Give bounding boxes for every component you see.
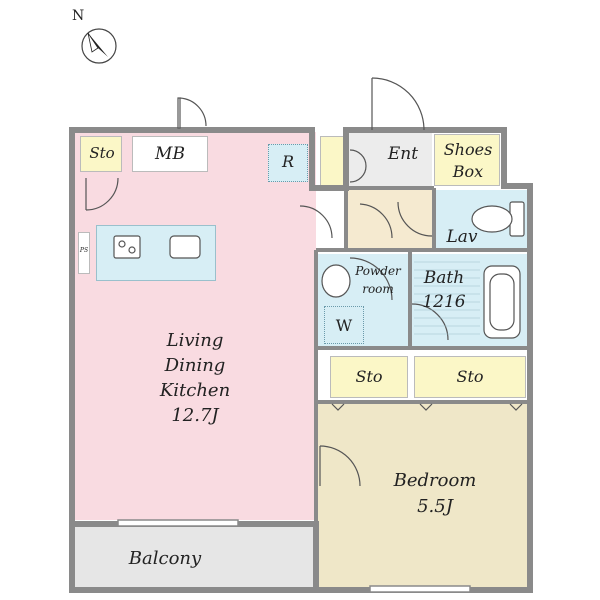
ps-label: PS xyxy=(79,247,89,254)
hall-floor xyxy=(344,190,436,250)
mb-box xyxy=(132,136,208,172)
sto-mid-right-box xyxy=(414,356,526,398)
bedroom-floor xyxy=(316,404,528,588)
r-box xyxy=(268,144,308,182)
shoes-box-box xyxy=(434,134,500,186)
sto-mid-left-box xyxy=(330,356,408,398)
balcony-floor xyxy=(74,526,316,588)
lav-label: Lav xyxy=(446,227,478,247)
bedroom-label-line1: Bedroom xyxy=(393,470,477,491)
mb-label: MB xyxy=(155,144,185,164)
ldk-label-line4: 12.7J xyxy=(171,405,219,426)
sto-top-left-label: Sto xyxy=(89,144,115,162)
ent-left-closet xyxy=(320,136,344,186)
compass-icon xyxy=(81,28,117,64)
balcony-label: Balcony xyxy=(128,548,202,569)
sto-mid-left-label: Sto xyxy=(355,367,383,386)
w-label: W xyxy=(335,316,353,335)
ldk-label-line3: Kitchen xyxy=(159,380,231,401)
shoes-box-label-line1: Shoes xyxy=(443,140,493,159)
ldk-label-line2: Dining xyxy=(164,355,226,376)
w-box xyxy=(324,306,364,344)
bedroom-label-line2: 5.5J xyxy=(417,496,453,517)
bath-label-line1: Bath xyxy=(423,268,465,288)
ent-label: Ent xyxy=(387,144,419,164)
ldk-label-line1: Living xyxy=(166,330,224,351)
ldk-floor xyxy=(74,132,316,520)
ps-box xyxy=(78,232,90,274)
powder-room-label-line1: Powder xyxy=(355,264,401,278)
r-label: R xyxy=(281,152,295,171)
bath-label-line2: 1216 xyxy=(422,292,466,312)
sto-mid-right-label: Sto xyxy=(456,367,484,386)
sto-top-left-box xyxy=(80,136,122,172)
compass-north-label: N xyxy=(72,8,85,24)
powder-room-label-line2: room xyxy=(362,282,394,296)
shoes-box-label-line2: Box xyxy=(452,162,484,181)
